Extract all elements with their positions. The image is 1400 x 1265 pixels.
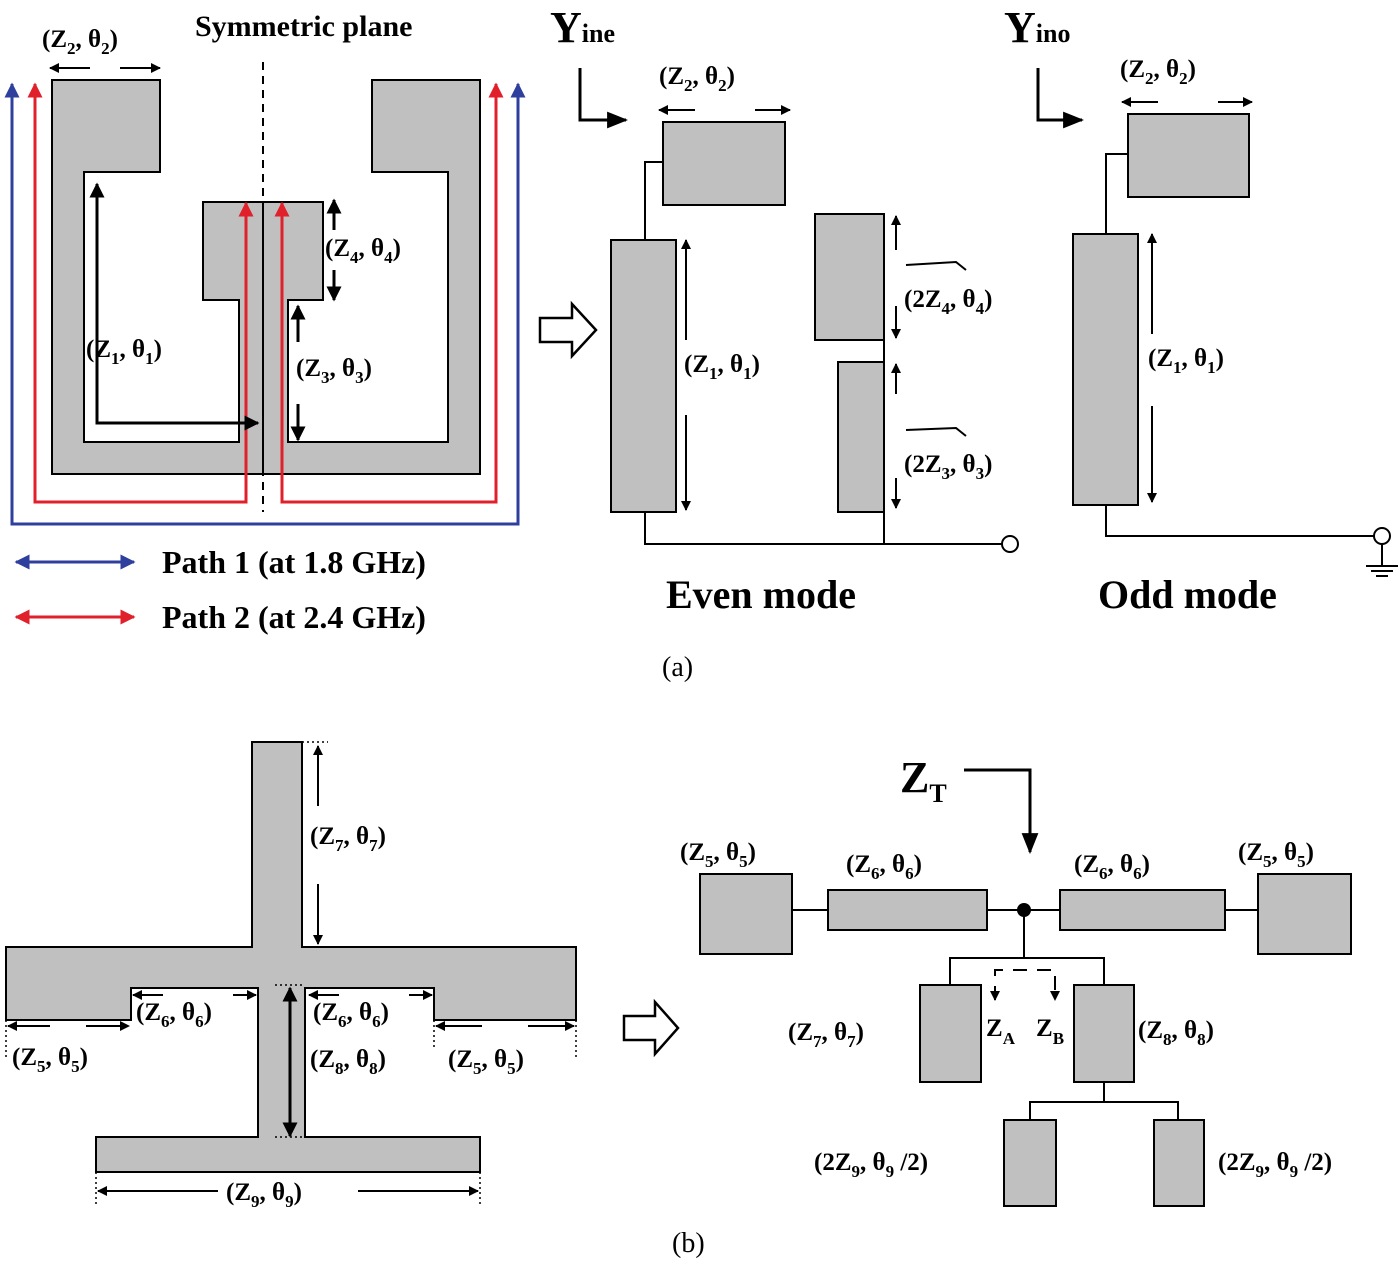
even-port-icon [1001,535,1019,553]
legend-path1-label: Path 1 (at 1.8 GHz) [162,544,426,580]
z3-label-layout: (Z3, θ3) [296,355,372,387]
even-z3-stub [837,361,885,513]
dimension-extension-lines [5,741,577,1205]
circuit-z5-left-label: (Z5, θ5) [680,839,756,871]
z7-layout-label: (Z7, θ7) [310,823,386,855]
odd-z1-line [1072,233,1139,506]
resonator-right-half [262,79,481,475]
circuit-z6-right [1059,889,1226,931]
zt-arrow [964,768,1039,855]
z5-left-layout-label: (Z5, θ5) [12,1044,88,1076]
z6-left-layout-label: (Z6, θ6) [136,999,212,1031]
z8-layout-label: (Z8, θ8) [310,1046,386,1078]
circuit-z7-label: (Z7, θ7) [788,1019,864,1051]
junction-node [1017,903,1031,917]
ground-icon [1366,544,1398,577]
z4-label-layout: (Z4, θ4) [325,235,401,267]
caption-a: (a) [662,652,693,683]
y-even-label: Yine [550,3,615,52]
zb-label: ZB [1036,1015,1064,1048]
circuit-z6-left [827,889,988,931]
circuit-z6-right-label: (Z6, θ6) [1074,851,1150,883]
circuit-z5-right [1257,873,1352,955]
even-z1-line [610,239,677,513]
z1-dimension-arrow [89,182,260,431]
even-z4-label: (2Z4, θ4) [904,286,992,318]
za-zb-reference-arrows [990,969,1060,1001]
z2-label-layout: (Z2, θ2) [42,26,118,58]
y-even-arrow [578,68,629,129]
odd-port-icon [1373,527,1391,545]
odd-connection-lines [1105,153,1382,537]
odd-mode-label: Odd mode [1098,572,1277,617]
transform-arrow-icon-b [622,998,680,1058]
odd-z2-label: (Z2, θ2) [1120,56,1196,88]
panel-a-layout: Symmetric plane (Z2, θ2) (Z4, θ4) (Z1, θ… [4,10,526,635]
path1-line [4,82,526,526]
y-odd-arrow [1036,68,1085,129]
symmetric-plane-label: Symmetric plane [195,10,412,43]
circuit-z5-right-label: (Z5, θ5) [1238,839,1314,871]
even-z2-label: (Z2, θ2) [659,63,735,95]
circuit-z9-left-label: (2Z9, θ9 /2) [814,1149,928,1181]
zt-label: ZT [900,753,947,808]
circuit-z8-label: (Z8, θ8) [1138,1017,1214,1049]
circuit-z7-stub [919,984,982,1083]
za-label: ZA [986,1015,1016,1048]
path2-line-right [274,82,504,504]
transform-arrow-icon-a [538,300,598,360]
even-z3-label: (2Z3, θ3) [904,451,992,483]
z1-label-layout: (Z1, θ1) [86,336,162,368]
even-mode-circuit: Yine (Z2, θ2) (Z1, θ1) (2Z4, θ4) (2Z3, θ… [550,3,1019,617]
odd-z1-label: (Z1, θ1) [1148,345,1224,377]
odd-mode-circuit: Yino (Z2, θ2) (Z1, θ1) Odd mode [1004,3,1398,617]
circuit-lines [792,909,1258,1120]
circuit-z5-left [699,873,793,955]
y-odd-label: Yino [1004,3,1070,52]
odd-z2-stub [1127,113,1250,198]
even-z2-stub [662,121,786,206]
circuit-z9-right-label: (2Z9, θ9 /2) [1218,1149,1332,1181]
even-z4-overbar [905,260,967,271]
z9-layout-label: (Z9, θ9) [226,1179,302,1211]
even-z4-stub [814,213,885,341]
panel-b-layout: (Z7, θ7) (Z6, θ6) (Z6, θ6) (Z5, θ5) (Z5,… [5,741,577,1211]
caption-b: (b) [672,1228,705,1259]
circuit-z8-stub [1073,984,1135,1083]
even-connection-lines [644,161,1002,545]
circuit-z9-right [1153,1119,1205,1207]
circuit-z6-left-label: (Z6, θ6) [846,851,922,883]
z5-right-layout-label: (Z5, θ5) [448,1046,524,1078]
legend-path2-label: Path 2 (at 2.4 GHz) [162,599,426,635]
even-mode-label: Even mode [666,572,856,617]
panel-b-circuit: ZT (Z5, θ5) (Z6, θ6) (Z6, θ6) (Z5, θ5) (… [680,753,1352,1207]
even-z3-overbar [905,426,967,437]
circuit-z9-left [1003,1119,1057,1207]
even-z1-label: (Z1, θ1) [684,351,760,383]
z6-right-layout-label: (Z6, θ6) [313,999,389,1031]
resonator-left-half [51,79,264,475]
